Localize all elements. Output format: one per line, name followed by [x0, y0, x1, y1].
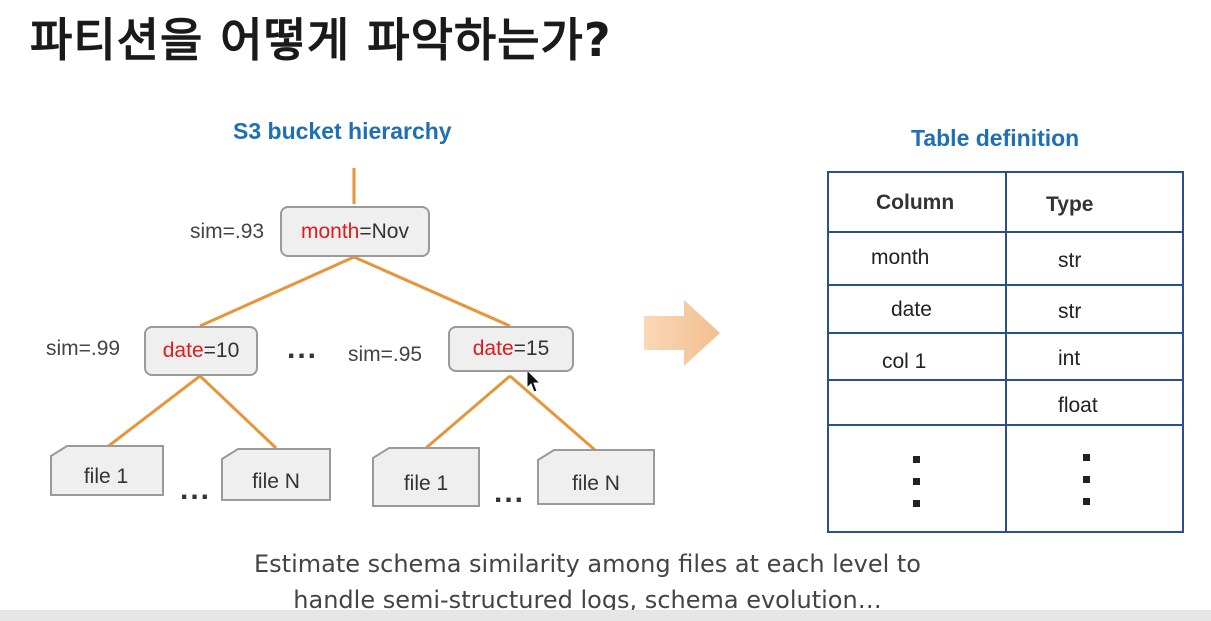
table-divider: [829, 424, 1182, 426]
root-left-line: [199, 255, 355, 328]
vertical-ellipsis-dot: [913, 456, 920, 463]
vertical-ellipsis-dot: [1083, 476, 1090, 483]
column-header: Column: [876, 191, 955, 214]
file-shape-2: [221, 448, 331, 501]
page-title: 파티션을 어떻게 파악하는가?: [30, 13, 612, 67]
row-col1-column: col 1: [882, 350, 927, 373]
bottom-strip: [0, 610, 1211, 621]
right-file1-line: [425, 374, 511, 450]
file-n-left-label: file N: [252, 470, 300, 493]
row-month-type: str: [1058, 249, 1082, 272]
right-fileN-line: [509, 374, 596, 452]
root-node: month=Nov: [280, 206, 430, 257]
file-n-right-label: file N: [572, 472, 620, 495]
right-key: date: [472, 337, 514, 360]
left-files-ellipsis: ...: [180, 473, 212, 506]
row-month-column: month: [871, 246, 930, 269]
root-key: month: [301, 219, 360, 243]
left-value: =10: [203, 339, 240, 362]
left-sim: sim=.99: [46, 337, 121, 360]
table-column-divider: [1005, 173, 1007, 531]
right-value: =15: [513, 337, 550, 360]
table-divider: [829, 332, 1182, 334]
row-float-type: float: [1058, 394, 1098, 417]
vertical-ellipsis-dot: [1083, 454, 1090, 461]
table-heading: Table definition: [911, 125, 1080, 151]
row-date-type: str: [1058, 300, 1082, 323]
vertical-ellipsis-dot: [913, 500, 920, 507]
root-right-line: [353, 255, 511, 328]
table-divider: [829, 379, 1182, 381]
file-1-left-label: file 1: [84, 465, 128, 488]
table-definition: Column Type month str date str col 1 int…: [827, 171, 1184, 533]
cursor-icon: [526, 368, 542, 393]
right-files-ellipsis: ...: [494, 476, 526, 509]
vertical-ellipsis-dot: [913, 478, 920, 485]
type-header: Type: [1046, 193, 1094, 216]
caption-line-2: handle semi-structured logs, schema evol…: [293, 586, 882, 614]
root-sim: sim=.93: [190, 220, 265, 243]
file-shape-1: [50, 445, 164, 496]
left-fileN-line: [198, 374, 278, 450]
right-sim: sim=.95: [348, 343, 423, 366]
vertical-ellipsis-dot: [1083, 498, 1090, 505]
row-date-column: date: [891, 298, 932, 321]
row-col1-type: int: [1058, 347, 1081, 370]
right-node: date=15: [448, 326, 574, 372]
table-divider: [829, 231, 1182, 233]
file-1-right-label: file 1: [404, 472, 448, 495]
table-divider: [829, 284, 1182, 286]
left-key: date: [162, 339, 204, 362]
left-file1-line: [105, 374, 201, 450]
right-arrow-icon: [644, 300, 720, 366]
file-shape-4: [537, 449, 655, 505]
tree-heading: S3 bucket hierarchy: [233, 118, 452, 144]
root-value: =Nov: [359, 219, 409, 243]
file-shape-3: [372, 447, 480, 507]
caption-line-1: Estimate schema similarity among files a…: [254, 550, 921, 578]
level2-ellipsis: ...: [287, 332, 319, 365]
left-node: date=10: [144, 326, 258, 376]
